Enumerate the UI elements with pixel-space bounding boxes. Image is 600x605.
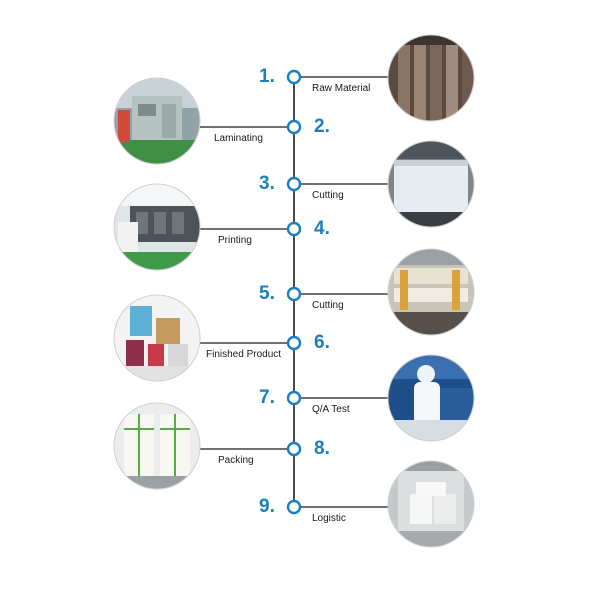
- step-label: Printing: [218, 235, 252, 246]
- timeline-node: [286, 390, 302, 406]
- step-number: 4.: [314, 218, 330, 239]
- lab-technician-photo: [387, 354, 475, 442]
- timeline-node: [286, 176, 302, 192]
- timeline-node: [286, 119, 302, 135]
- step-number: 9.: [259, 496, 275, 517]
- step-label: Laminating: [214, 133, 263, 144]
- timeline-node: [286, 441, 302, 457]
- timeline-nodes: [286, 69, 302, 515]
- step-number: 5.: [259, 283, 275, 304]
- cutting-roll-photo: [387, 140, 475, 228]
- slitting-machine-photo: [387, 248, 475, 336]
- laminating-machine-photo: [113, 77, 201, 165]
- step-number: 2.: [314, 116, 330, 137]
- step-label: Packing: [218, 455, 254, 466]
- step-label: Raw Material: [312, 83, 371, 94]
- paper-rolls-photo: [387, 34, 475, 122]
- step-label: Logistic: [312, 513, 346, 524]
- timeline-node: [286, 69, 302, 85]
- step-label: Cutting: [312, 190, 344, 201]
- finished-products-photo: [113, 294, 201, 382]
- step-number: 1.: [259, 66, 275, 87]
- step-label: Cutting: [312, 300, 344, 311]
- step-label: Q/A Test: [312, 404, 350, 415]
- step-number: 3.: [259, 173, 275, 194]
- step-label: Finished Product: [206, 349, 282, 360]
- shipping-container-photo: [387, 460, 475, 548]
- connector-lines: [200, 76, 388, 508]
- timeline-node: [286, 286, 302, 302]
- packed-pallets-photo: [113, 402, 201, 490]
- timeline-node: [286, 335, 302, 351]
- timeline-node: [286, 221, 302, 237]
- step-number: 8.: [314, 438, 330, 459]
- printing-line-photo: [113, 183, 201, 271]
- timeline-node: [286, 499, 302, 515]
- step-number: 7.: [259, 387, 275, 408]
- step-number: 6.: [314, 332, 330, 353]
